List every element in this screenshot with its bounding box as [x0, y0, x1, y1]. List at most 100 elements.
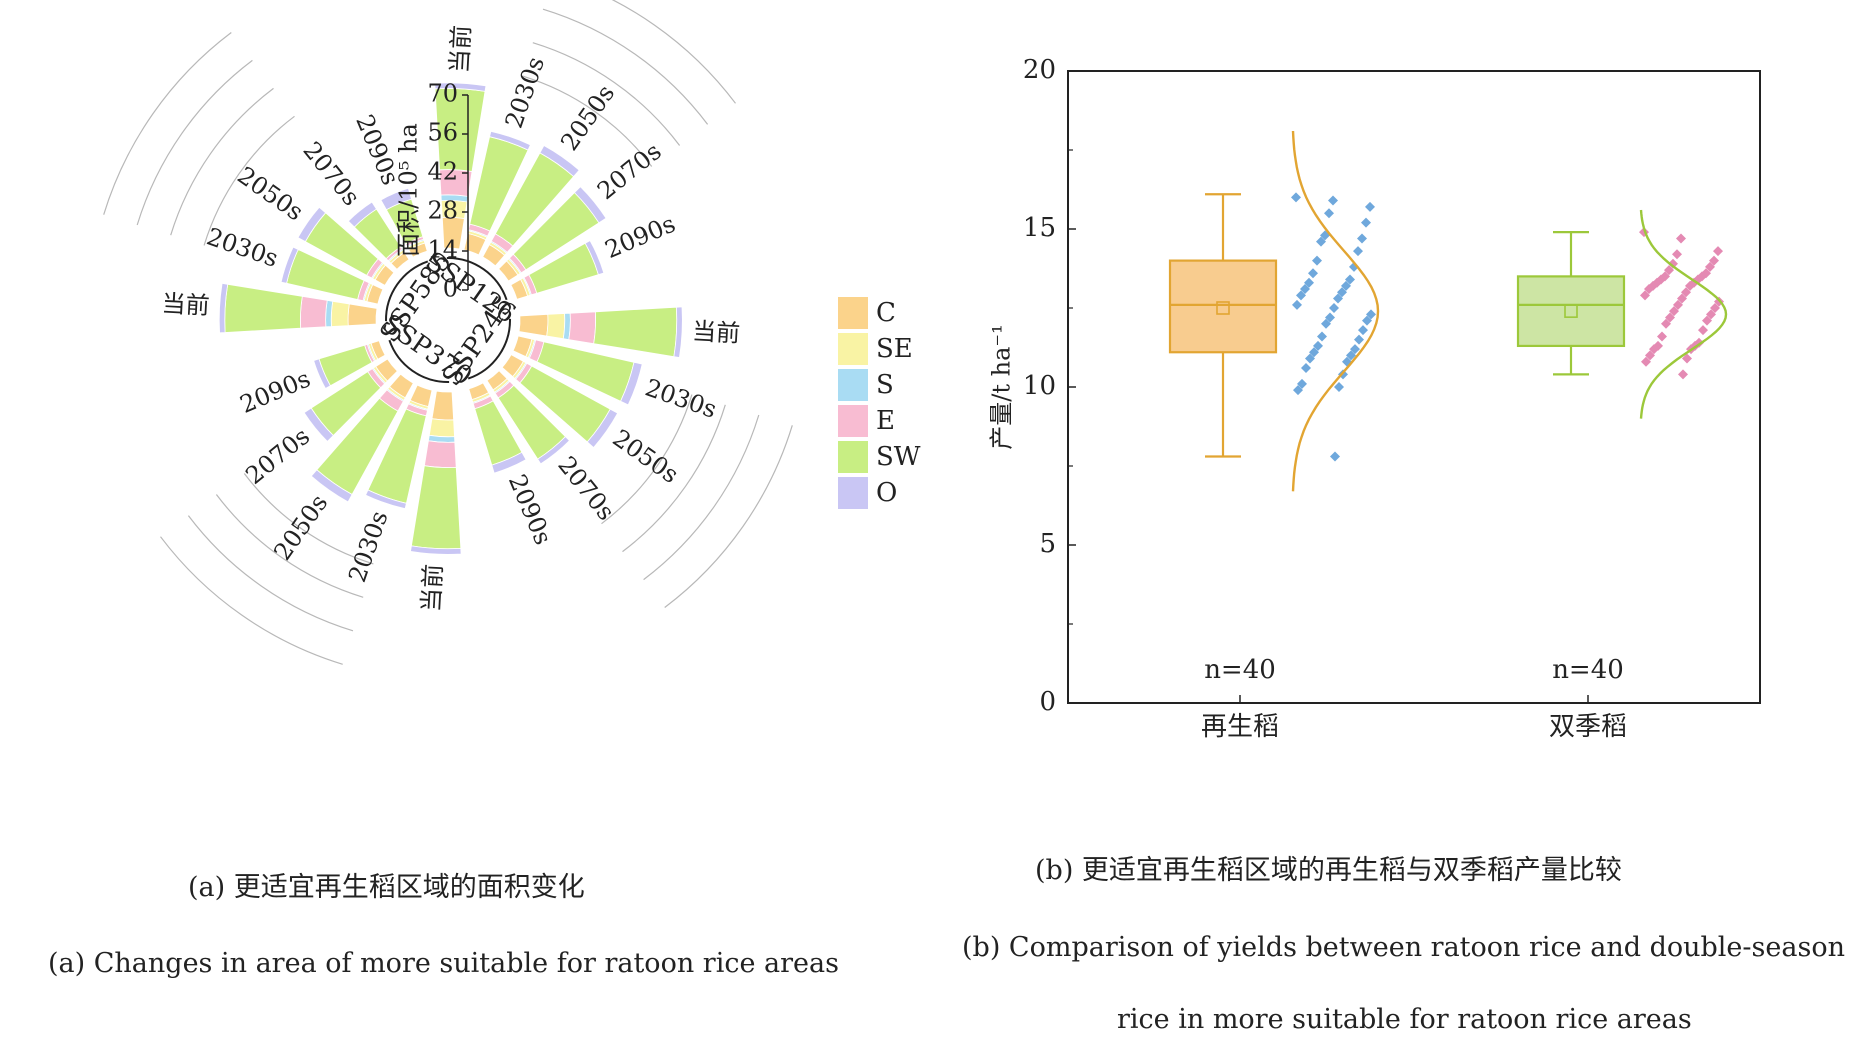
bar-segment — [310, 469, 353, 503]
legend-swatch — [838, 333, 868, 365]
legend-swatch — [838, 477, 868, 509]
data-point — [1672, 249, 1682, 260]
legend-label: S — [876, 370, 894, 400]
data-point — [1365, 201, 1375, 212]
x-category-label: 再生稻 — [1201, 712, 1279, 742]
x-category-label: 双季稻 — [1549, 712, 1627, 742]
y-tick-label: 0 — [443, 275, 458, 303]
legend-label: SW — [876, 442, 921, 472]
data-point — [1341, 280, 1351, 291]
data-point — [1676, 233, 1686, 244]
data-point — [1358, 325, 1368, 336]
y-tick-label: 10 — [1023, 371, 1056, 401]
bar-segment — [280, 246, 299, 284]
y-tick-label: 14 — [427, 236, 458, 264]
guide-arc — [611, 0, 736, 104]
period-label: 2050s — [555, 80, 620, 156]
period-label: 2030s — [343, 507, 393, 586]
bar-segment — [491, 451, 527, 474]
data-point — [1713, 246, 1723, 257]
bar-segment — [365, 489, 407, 510]
guide-arc — [664, 425, 793, 608]
bar-segment — [434, 82, 487, 92]
data-point — [1313, 340, 1323, 351]
guide-arc — [601, 394, 693, 525]
data-point — [1640, 290, 1650, 301]
legend-label: E — [876, 406, 895, 436]
guide-arc — [160, 536, 343, 665]
data-point — [1665, 312, 1675, 323]
guide-arc — [622, 404, 726, 553]
guide-arc — [215, 494, 364, 598]
y-tick-label: 5 — [1039, 529, 1056, 559]
y-tick-label: 42 — [427, 158, 458, 186]
bar-segment — [489, 130, 531, 151]
data-point — [1669, 306, 1679, 317]
data-point — [1664, 265, 1674, 276]
bar-segment — [620, 361, 643, 406]
guide-arc — [136, 59, 253, 226]
panel-a-caption-en: (a) Changes in area of more suitable for… — [48, 948, 839, 979]
bar-segment — [410, 545, 462, 555]
bar-segment — [539, 144, 580, 178]
group-arc — [388, 339, 450, 384]
period-label: 2050s — [608, 424, 684, 489]
guide-arc — [643, 414, 760, 581]
bar-segment — [584, 240, 605, 276]
data-point — [1668, 258, 1678, 269]
y-tick-label: 0 — [1039, 687, 1056, 717]
legend-label: O — [876, 478, 897, 508]
density-curve — [1291, 130, 1380, 492]
data-point — [1300, 284, 1310, 295]
data-point — [1353, 246, 1363, 257]
data-point — [1706, 309, 1716, 320]
y-tick-label: 28 — [427, 197, 458, 225]
data-point — [1345, 274, 1355, 285]
bar-segment — [297, 206, 327, 243]
guide-arc — [243, 473, 374, 565]
legend-swatch — [838, 369, 868, 401]
legend-swatch — [838, 441, 868, 473]
period-label: 当前 — [161, 290, 210, 320]
data-point — [1709, 255, 1719, 266]
period-label: 2070s — [552, 451, 620, 526]
data-point — [1649, 344, 1659, 355]
y-tick-label: 15 — [1023, 213, 1056, 243]
data-point — [1309, 347, 1319, 358]
period-label: 2090s — [503, 470, 557, 549]
period-label: 2070s — [297, 136, 365, 211]
data-point — [1710, 303, 1720, 313]
data-point — [1297, 378, 1307, 389]
data-point — [1357, 233, 1367, 244]
period-label: 2030s — [642, 373, 721, 423]
bar-segment — [347, 201, 378, 228]
data-point — [1329, 303, 1339, 313]
data-point — [1296, 290, 1306, 301]
data-point — [1333, 293, 1343, 304]
group-arc — [384, 260, 429, 322]
data-point — [1293, 385, 1303, 396]
data-point — [1305, 353, 1315, 364]
data-point — [1304, 277, 1314, 288]
data-point — [1362, 315, 1372, 326]
period-label: 当前 — [417, 563, 447, 612]
data-point — [1321, 318, 1331, 329]
data-point — [1698, 325, 1708, 336]
period-label: 当前 — [445, 24, 475, 73]
period-label: 2090s — [236, 364, 315, 418]
period-label: 2050s — [232, 161, 308, 226]
data-point — [1354, 334, 1364, 345]
data-point — [1301, 363, 1311, 374]
data-point — [1312, 255, 1322, 266]
plot-frame — [1067, 70, 1761, 704]
